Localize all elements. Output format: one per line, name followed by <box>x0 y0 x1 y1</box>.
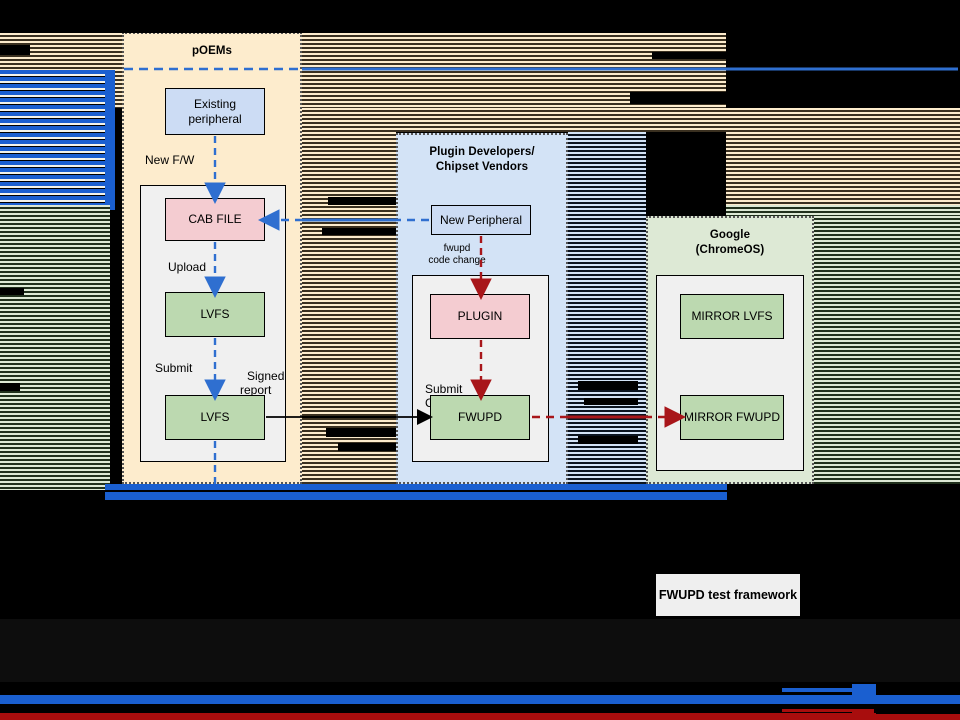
node-mirror-fwupd-label: MIRROR FWUPD <box>684 410 780 424</box>
node-lvfs-report-label: LVFS <box>200 410 230 424</box>
node-new-peripheral-label: New Peripheral <box>439 212 523 227</box>
node-lvfs-upload-label: LVFS <box>200 307 230 321</box>
group-plugin-developers-title: Plugin Developers/ Chipset Vendors <box>398 145 566 175</box>
node-fwupd[interactable]: FWUPD <box>430 395 530 440</box>
node-cab-file-label: CAB FILE <box>188 212 242 226</box>
node-fwupd-label: FWUPD <box>458 410 502 424</box>
edge-label-signed-report: Signed report <box>227 355 284 411</box>
node-mirror-lvfs-label: MIRROR LVFS <box>691 309 773 323</box>
node-lvfs-upload[interactable]: LVFS <box>165 292 265 337</box>
node-fwupd-test-framework[interactable]: FWUPD test framework <box>656 574 800 616</box>
node-plugin-label: PLUGIN <box>457 309 503 323</box>
node-fwupd-test-framework-label: FWUPD test framework <box>658 587 798 602</box>
node-existing-peripheral[interactable]: Existing peripheral <box>165 88 265 135</box>
edge-label-new-fw: New F/W <box>145 153 195 167</box>
node-mirror-fwupd[interactable]: MIRROR FWUPD <box>680 395 784 440</box>
group-plugin-title-line1: Plugin Developers/ <box>429 146 535 158</box>
node-plugin[interactable]: PLUGIN <box>430 294 530 339</box>
edge-label-upload: Upload <box>168 260 207 274</box>
node-existing-peripheral-label-line2: peripheral <box>188 111 242 126</box>
group-google-title-line1: Google <box>709 229 751 241</box>
edge-label-signed-report-line1: Signed report <box>240 369 285 397</box>
group-plugin-title-line2: Chipset Vendors <box>435 161 529 173</box>
edge-label-submit: Submit <box>155 361 193 375</box>
group-google-title: Google (ChromeOS) <box>648 228 812 258</box>
node-existing-peripheral-label-line1: Existing <box>193 96 237 111</box>
node-new-peripheral[interactable]: New Peripheral <box>431 205 531 235</box>
group-poems-title: pOEMs <box>191 45 233 57</box>
node-cab-file[interactable]: CAB FILE <box>165 198 265 241</box>
node-lvfs-report[interactable]: LVFS <box>165 395 265 440</box>
group-google-title-line2: (ChromeOS) <box>695 244 765 256</box>
node-mirror-lvfs[interactable]: MIRROR LVFS <box>680 294 784 339</box>
